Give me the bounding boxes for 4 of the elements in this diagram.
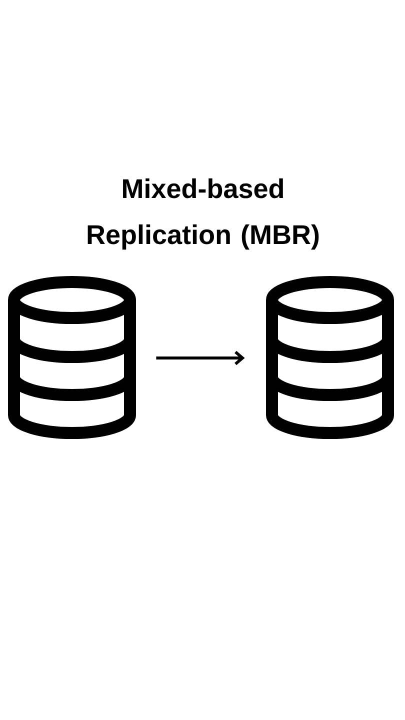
title: Mixed-based Replication (MBR) [88, 178, 319, 250]
database-drawing [8, 276, 136, 439]
arrow [156, 350, 245, 366]
database-drawing [266, 276, 394, 439]
